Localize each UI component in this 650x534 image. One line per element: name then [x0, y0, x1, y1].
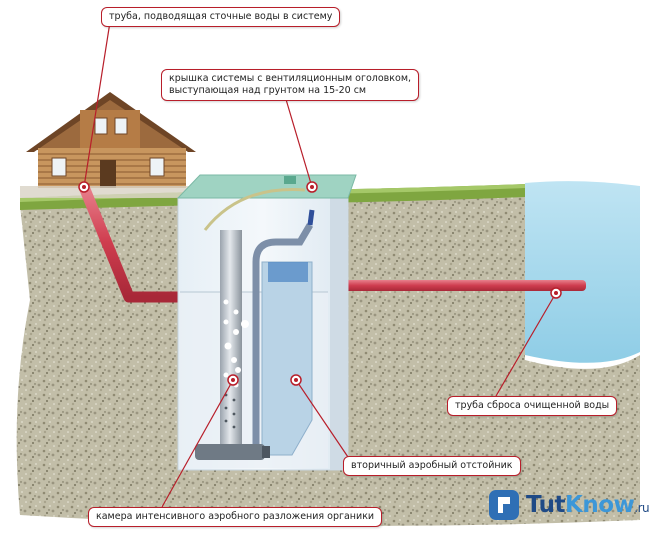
brand-text: TutKnow.ru	[526, 492, 650, 518]
label-aeration-chamber: камера интенсивного аэробного разложения…	[88, 507, 383, 527]
secondary-settler	[261, 261, 313, 456]
callout-line-settler	[295, 379, 351, 461]
label-secondary-settler-text: вторичный аэробный отстойник	[351, 460, 513, 471]
return-pipe	[252, 223, 314, 452]
brand-logo: TutKnow.ru	[488, 487, 650, 523]
house	[20, 92, 210, 198]
tank-lid	[176, 174, 357, 199]
brand-icon	[489, 490, 519, 520]
label-secondary-settler: вторичный аэробный отстойник	[343, 456, 521, 476]
label-outlet-pipe: труба сброса очищенной воды	[447, 396, 618, 416]
label-inlet-pipe-text: труба, подводящая сточные воды в систему	[109, 11, 333, 22]
label-inlet-pipe: труба, подводящая сточные воды в систему	[101, 7, 341, 27]
label-lid-line2: выступающая над грунтом на 15-20 см	[169, 85, 367, 96]
brand-part-know: Know	[565, 492, 635, 518]
outlet-pipe	[338, 280, 586, 291]
callout-line-inlet	[83, 21, 111, 188]
septic-tank	[176, 174, 357, 471]
label-outlet-pipe-text: труба сброса очищенной воды	[455, 400, 610, 411]
aeration-tube	[220, 230, 242, 452]
callout-line-chamber	[161, 379, 234, 508]
water-body	[525, 181, 640, 363]
callout-line-outlet	[495, 292, 557, 397]
label-lid: крышка системы с вентиляционным оголовко…	[161, 69, 420, 101]
inlet-pipe	[78, 184, 195, 303]
brand-part-tut: Tut	[526, 492, 566, 518]
bottom-pump	[195, 444, 265, 460]
brand-part-domain: .ru	[634, 501, 650, 515]
callout-line-lid	[284, 95, 313, 188]
label-lid-line1: крышка системы с вентиляционным оголовко…	[169, 73, 412, 84]
label-aeration-chamber-text: камера интенсивного аэробного разложения…	[96, 511, 375, 522]
